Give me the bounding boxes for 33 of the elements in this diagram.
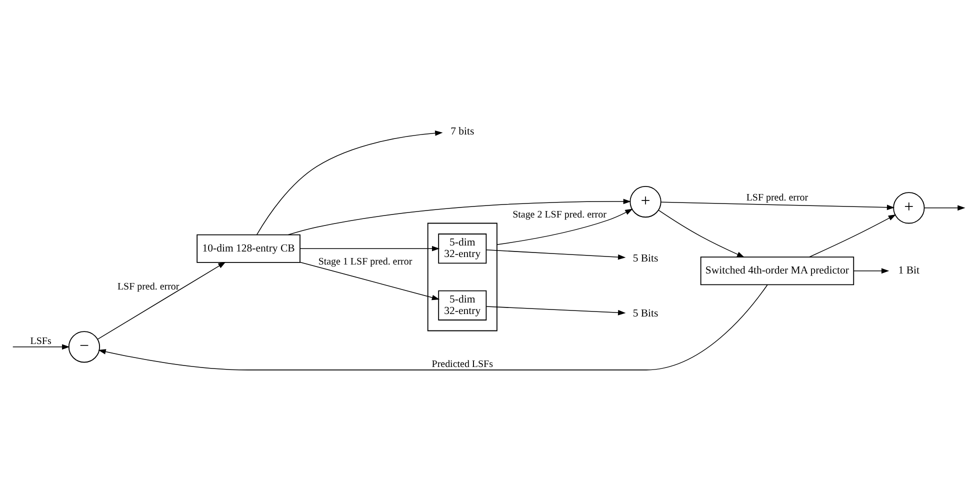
arrow: [486, 306, 626, 316]
arrow: [300, 246, 440, 252]
arrow: [97, 262, 226, 340]
arrow: [98, 284, 768, 370]
edge-label: LSFs: [30, 336, 52, 348]
node-text: 1 Bit: [898, 264, 920, 277]
node-text: 7 bits: [450, 126, 474, 138]
node-circle: +: [893, 192, 925, 224]
arrow: [486, 250, 626, 260]
node-circle: −: [68, 331, 100, 363]
arrow: [496, 208, 633, 245]
arrow: [924, 205, 966, 211]
node-text: 5 Bits: [632, 252, 658, 264]
node-box: 10-dim 128-entry CB: [196, 234, 300, 263]
node-box: Switched 4th-order MA predictor: [700, 256, 854, 286]
arrow: [12, 344, 70, 350]
arrow: [658, 210, 745, 258]
node-box: 5-dim 32-entry: [438, 290, 487, 320]
arrow: [288, 198, 632, 236]
edge-label: LSF pred. error: [117, 282, 180, 293]
arrow: [853, 268, 890, 274]
cluster: [427, 222, 498, 332]
edge-label: LSF pred. error: [746, 192, 808, 204]
edge-label: Stage 2 LSF pred. error: [512, 209, 606, 220]
edge-label: Predicted LSFs: [432, 359, 493, 370]
arrow: [300, 262, 440, 300]
node-circle: +: [630, 186, 662, 218]
edge-label: Stage 1 LSF pred. error: [318, 256, 412, 268]
arrow: [809, 214, 896, 258]
node-box: 5-dim 32-entry: [438, 234, 487, 264]
arrow: [660, 202, 895, 210]
node-text: 5 Bits: [632, 308, 658, 320]
arrow: [256, 130, 443, 235]
